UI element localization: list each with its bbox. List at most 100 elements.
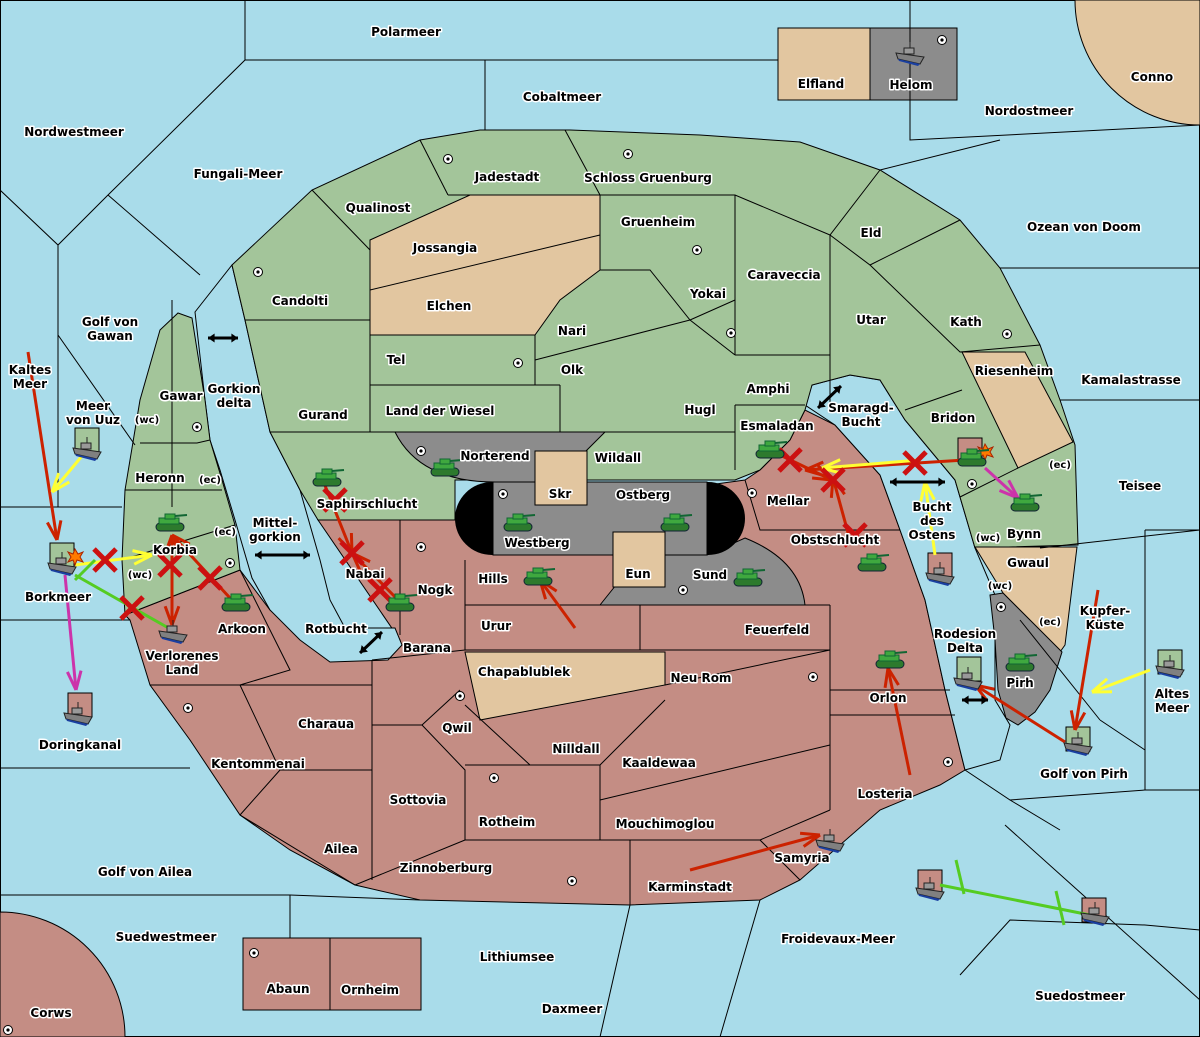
fleet-ship-icon[interactable] xyxy=(47,552,77,576)
territory-ornheim[interactable] xyxy=(329,937,422,1011)
order-arrow xyxy=(1091,668,1151,694)
sea-label: Golf von Ailea xyxy=(98,865,192,879)
territory-label: Gwaul xyxy=(1007,556,1049,570)
fleet-ship-icon[interactable] xyxy=(1155,655,1185,679)
territory-label: Jossangia xyxy=(412,241,477,255)
sea-label: Nordostmeer xyxy=(985,104,1074,118)
fleet-ship-icon[interactable] xyxy=(895,42,925,66)
coast-label: (ec) xyxy=(199,475,221,486)
territory-label: Korbia xyxy=(153,543,197,557)
territory-gwaul[interactable] xyxy=(974,546,1078,653)
supply-center-icon xyxy=(183,703,193,713)
territory-label: Yokai xyxy=(689,287,726,301)
territory-label: Rotheim xyxy=(479,815,536,829)
territory-label: Urur xyxy=(481,619,511,633)
supply-center-icon xyxy=(455,691,465,701)
fleet-ship-icon[interactable] xyxy=(1080,902,1110,926)
fleet-ship-icon[interactable] xyxy=(925,562,955,586)
coast-label: (wc) xyxy=(976,533,1000,544)
supply-center-icon xyxy=(225,558,235,568)
fleet-ship-icon[interactable] xyxy=(1063,732,1093,756)
order-arrow xyxy=(1069,589,1100,731)
territory-label: Neu Rom xyxy=(671,671,732,685)
territory-label: Bynn xyxy=(1007,527,1041,541)
sea-label: des xyxy=(920,514,944,528)
sea-label: Ozean von Doom xyxy=(1027,220,1141,234)
territory-eun-box[interactable] xyxy=(612,531,666,588)
supply-center-icon xyxy=(489,773,499,783)
territory-label: Ailea xyxy=(324,842,358,856)
territory-label: Mellar xyxy=(767,494,809,508)
sea-label: gorkion xyxy=(249,530,301,544)
territory-label: Riesenheim xyxy=(975,364,1054,378)
sea-label: Gorkion xyxy=(208,382,261,396)
order-arrow xyxy=(74,549,153,567)
army-tank-icon[interactable] xyxy=(385,593,418,612)
army-tank-icon[interactable] xyxy=(857,553,890,572)
fleet-ship-icon[interactable] xyxy=(158,620,188,644)
army-tank-icon[interactable] xyxy=(523,567,556,586)
border-line xyxy=(664,649,831,686)
fleet-ship-icon[interactable] xyxy=(915,877,945,901)
supply-center-icon xyxy=(747,488,757,498)
army-tank-icon[interactable] xyxy=(503,513,536,532)
territory-conno[interactable] xyxy=(1074,0,1200,126)
army-tank-icon[interactable] xyxy=(957,448,990,467)
sea-label: Daxmeer xyxy=(542,1002,603,1016)
territory-label: Skr xyxy=(549,487,572,501)
sea-label: Rodesion xyxy=(934,627,996,641)
fleet-ship-icon[interactable] xyxy=(953,667,983,691)
army-tank-icon[interactable] xyxy=(312,468,345,487)
failed-order-x-icon xyxy=(339,540,365,566)
two-way-arrow-icon xyxy=(890,477,945,487)
two-way-arrow-icon xyxy=(962,695,988,705)
territory-label: Jadestadt xyxy=(474,170,540,184)
territory-label: Land der Wiesel xyxy=(386,404,495,418)
border-line xyxy=(1009,799,1061,831)
territory-label: Qwil xyxy=(442,721,472,735)
supply-center-icon xyxy=(567,876,577,886)
army-tank-icon[interactable] xyxy=(660,513,693,532)
sea-label: Kamalastrasse xyxy=(1081,373,1181,387)
territory-skr-box[interactable] xyxy=(534,450,588,506)
sea-label: Lithiumsee xyxy=(480,950,555,964)
order-arrow xyxy=(73,558,97,582)
border-line xyxy=(354,839,466,886)
failed-order-x-icon xyxy=(197,565,223,591)
army-tank-icon[interactable] xyxy=(875,650,908,669)
territory-corws[interactable] xyxy=(0,911,126,1037)
border-line xyxy=(599,904,631,1037)
coast-label: (ec) xyxy=(1039,617,1061,628)
sea-label: Küste xyxy=(1086,618,1125,632)
territory-riesenheim[interactable] xyxy=(961,351,1074,469)
border-line xyxy=(600,169,881,236)
army-tank-icon[interactable] xyxy=(221,593,254,612)
army-tank-icon[interactable] xyxy=(155,513,188,532)
fleet-ship-icon[interactable] xyxy=(63,702,93,726)
territory-label: Pirh xyxy=(1006,676,1033,690)
failed-order-x-icon xyxy=(820,467,846,493)
territory-label: Nogk xyxy=(418,583,454,597)
coast-label: (ec) xyxy=(1049,460,1071,471)
army-tank-icon[interactable] xyxy=(1010,493,1043,512)
territory-label: Westberg xyxy=(504,536,569,550)
border-line xyxy=(719,899,761,1037)
fleet-ship-icon[interactable] xyxy=(815,829,845,853)
border-line xyxy=(599,699,666,766)
order-arrow xyxy=(63,574,83,691)
army-tank-icon[interactable] xyxy=(733,568,766,587)
order-arrow xyxy=(939,883,1091,917)
territory-label: Gruenheim xyxy=(621,215,695,229)
territory-label: Obstschlucht xyxy=(791,533,880,547)
sea-label: Bucht xyxy=(841,415,880,429)
army-tank-icon[interactable] xyxy=(1005,653,1038,672)
border-line xyxy=(599,744,831,801)
sea-label: Polarmeer xyxy=(371,25,441,39)
army-tank-icon[interactable] xyxy=(430,458,463,477)
border-line xyxy=(1039,529,1200,549)
army-tank-icon[interactable] xyxy=(755,440,788,459)
fleet-ship-icon[interactable] xyxy=(72,437,102,461)
territory-label: Helom xyxy=(889,78,932,92)
